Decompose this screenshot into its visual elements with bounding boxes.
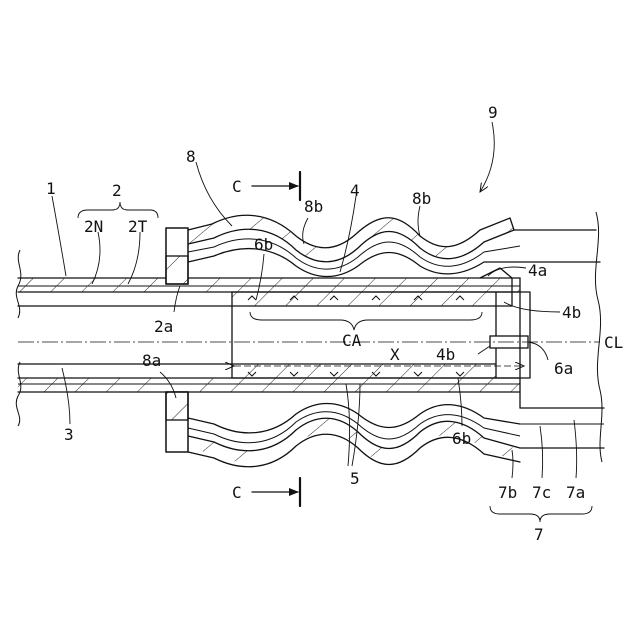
label-CL: CL	[604, 333, 623, 352]
section-arrow-bottom	[252, 478, 300, 506]
label-4b-mid: 4b	[436, 345, 455, 364]
label-2a: 2a	[154, 317, 173, 336]
label-X: X	[390, 345, 400, 364]
label-8a: 8a	[142, 351, 161, 370]
label-7c: 7c	[532, 483, 551, 502]
label-2T: 2T	[128, 217, 148, 236]
label-9: 9	[488, 103, 498, 122]
label-5: 5	[350, 469, 360, 488]
section-arrow-top	[252, 172, 300, 200]
label-8: 8	[186, 147, 196, 166]
label-6b-top: 6b	[254, 235, 273, 254]
reference-labels: 1 2 2N 2T 2a 3 8 8b 8b 4 9 6b 4a 4b CA C…	[46, 103, 623, 544]
lower-bellows	[166, 392, 604, 467]
label-4: 4	[350, 181, 360, 200]
label-2: 2	[112, 181, 122, 200]
label-8b-2: 8b	[412, 189, 431, 208]
brace-7	[490, 506, 592, 522]
label-1: 1	[46, 179, 56, 198]
label-7b: 7b	[498, 483, 517, 502]
brace-2	[78, 202, 158, 218]
label-C-top: C	[232, 177, 242, 196]
label-7: 7	[534, 525, 544, 544]
label-4a: 4a	[528, 261, 547, 280]
x-dimension	[232, 306, 524, 366]
label-C-bottom: C	[232, 483, 242, 502]
label-3: 3	[64, 425, 74, 444]
label-8b-1: 8b	[304, 197, 323, 216]
label-7a: 7a	[566, 483, 585, 502]
label-2N: 2N	[84, 217, 103, 236]
ca-bracket	[250, 312, 482, 330]
label-CA: CA	[342, 331, 362, 350]
label-4b-top: 4b	[562, 303, 581, 322]
left-break-lines	[16, 250, 21, 426]
label-6b-bot: 6b	[452, 429, 471, 448]
label-6a: 6a	[554, 359, 573, 378]
